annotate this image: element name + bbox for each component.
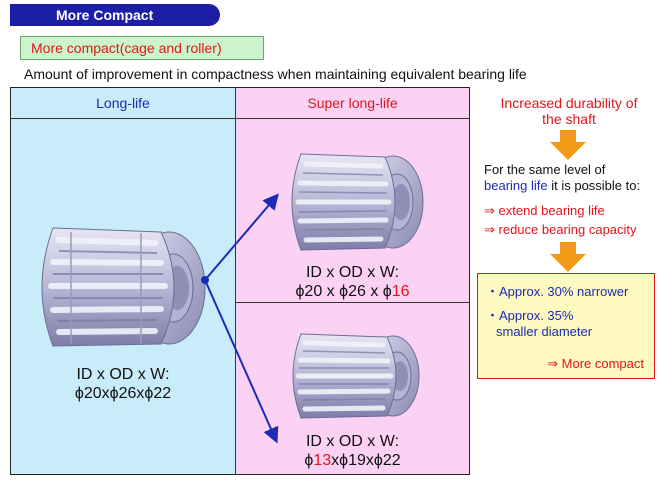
top-spec-prefix: ϕ20 x ϕ26 x ϕ [295,283,392,300]
orange-arrow-1-icon [550,130,586,160]
long-life-spec-label: ID x OD x W: [76,366,170,383]
result-more-compact: ⇒ More compact [547,356,644,371]
bottom-spec-prefix: ϕ [304,452,314,469]
long-life-spec-value: ϕ20xϕ26xϕ22 [74,385,172,402]
large-bearing-illustration [41,227,206,347]
column-divider [235,88,236,474]
large-bearing-body [41,227,206,347]
same-level-text: For the same level of bearing life it is… [484,162,660,194]
comparison-table: Long-life Super long-life [10,87,470,475]
header-title: More Compact [10,4,220,26]
durability-line1: Increased durability of [500,95,638,111]
bottom-spec-suffix: xϕ19xϕ22 [331,452,401,469]
top-spec-value: ϕ20 x ϕ26 x ϕ16 [236,282,469,301]
bottom-spec-value: ϕ13xϕ19xϕ22 [236,451,469,470]
result-narrower: ・Approx. 30% narrower [486,284,629,299]
row-divider [236,302,469,303]
result-box: ・Approx. 30% narrower ・Approx. 35% small… [477,273,655,379]
result-smaller-line1: ・Approx. 35% [486,308,574,323]
same-level-line1: For the same level of [484,162,606,177]
top-spec-highlight: 16 [391,283,410,300]
caption-text: Amount of improvement in compactness whe… [24,66,527,82]
top-spec: ID x OD x W: ϕ20 x ϕ26 x ϕ16 [236,263,469,301]
super-long-life-header: Super long-life [307,95,398,111]
orange-arrow-2-icon [550,242,586,272]
bottom-bearing-illustration [292,333,420,419]
same-level-rest: it is possible to: [547,178,641,193]
benefit-reduce: ⇒ reduce bearing capacity [484,222,637,237]
top-spec-label: ID x OD x W: [305,264,400,281]
durability-line2: the shaft [542,111,596,127]
branch-arrows [201,193,279,444]
durability-text: Increased durability of the shaft [484,95,654,127]
subtitle-box: More compact(cage and roller) [20,36,264,60]
long-life-spec: ID x OD x W: ϕ20xϕ26xϕ22 [11,365,235,403]
bottom-spec: ID x OD x W: ϕ13xϕ19xϕ22 [236,432,469,470]
result-smaller-diameter: ・Approx. 35% smaller diameter [486,308,592,340]
top-bearing-illustration [291,153,424,251]
benefit-extend: ⇒ extend bearing life [484,203,605,218]
bottom-spec-highlight: 13 [313,452,332,469]
long-life-header: Long-life [96,95,150,111]
same-level-line2: bearing life it is possible to: [484,178,660,194]
bearing-life-term: bearing life [484,178,548,193]
header-divider [11,118,469,119]
result-smaller-line2: smaller diameter [496,324,593,339]
bottom-spec-label: ID x OD x W: [305,433,400,450]
